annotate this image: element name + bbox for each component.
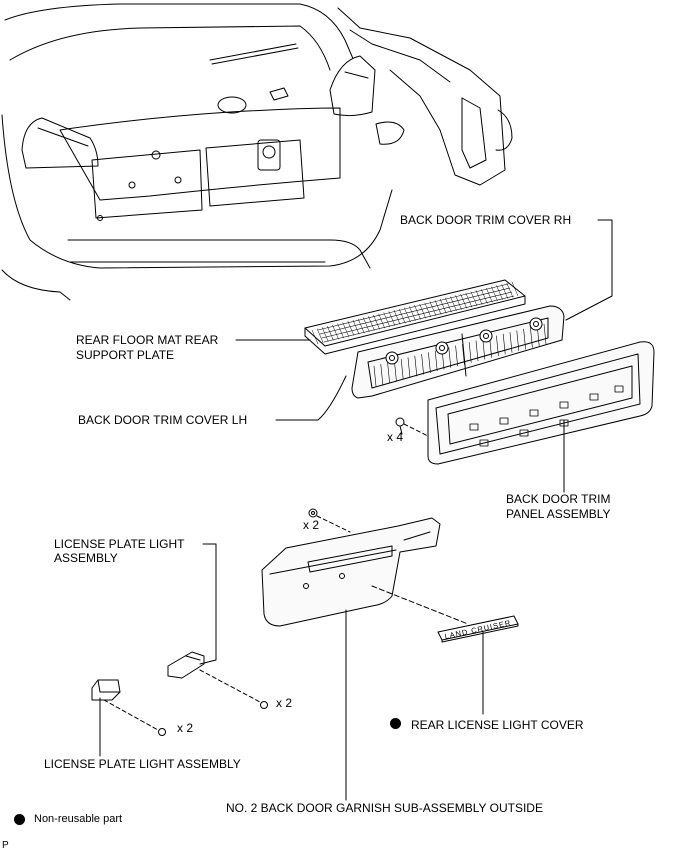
qty-light-screws-left: x 2 [177,721,194,735]
label-rear-floor-mat-line2: SUPPORT PLATE [76,348,175,362]
label-back-door-trim-cover-rh: BACK DOOR TRIM COVER RH [400,213,572,227]
label-back-door-trim-cover-lh: BACK DOOR TRIM COVER LH [78,413,248,427]
garnish-nut [308,508,351,533]
label-rear-floor-mat-line1: REAR FLOOR MAT REAR [76,333,219,347]
rear-floor-mat-support-plate [304,279,526,355]
legend-non-reusable-icon [14,814,25,825]
label-no2-back-door-garnish: NO. 2 BACK DOOR GARNISH SUB-ASSEMBLY OUT… [226,801,543,815]
back-door-garnish [261,517,441,627]
label-back-door-trim-panel-line2: PANEL ASSEMBLY [506,507,611,521]
qty-garnish-nuts: x 2 [303,518,320,532]
license-plate-light-lower [91,679,121,701]
trim-screw [395,417,429,437]
label-license-plate-light-upper-line1: LICENSE PLATE LIGHT [54,537,185,551]
license-plate-light-upper [167,651,205,679]
label-license-plate-light-lower: LICENSE PLATE LIGHT ASSEMBLY [44,757,241,771]
leader-lines [99,219,613,801]
vehicle-rear-illustration [1,3,513,301]
back-door-trim-cover-assembly [351,305,565,399]
qty-trim-screws: x 4 [387,430,404,444]
qty-light-screws-right: x 2 [276,696,293,710]
label-license-plate-light-upper-line2: ASSEMBLY [54,551,118,565]
legend-text: Non-reusable part [34,813,123,825]
label-back-door-trim-panel-line1: BACK DOOR TRIM [506,492,611,506]
light-screws [103,669,268,736]
corner-mark: P [2,840,9,851]
non-reusable-marker [390,718,401,729]
land-cruiser-emblem [437,615,519,643]
label-rear-license-light-cover: REAR LICENSE LIGHT COVER [411,718,584,732]
